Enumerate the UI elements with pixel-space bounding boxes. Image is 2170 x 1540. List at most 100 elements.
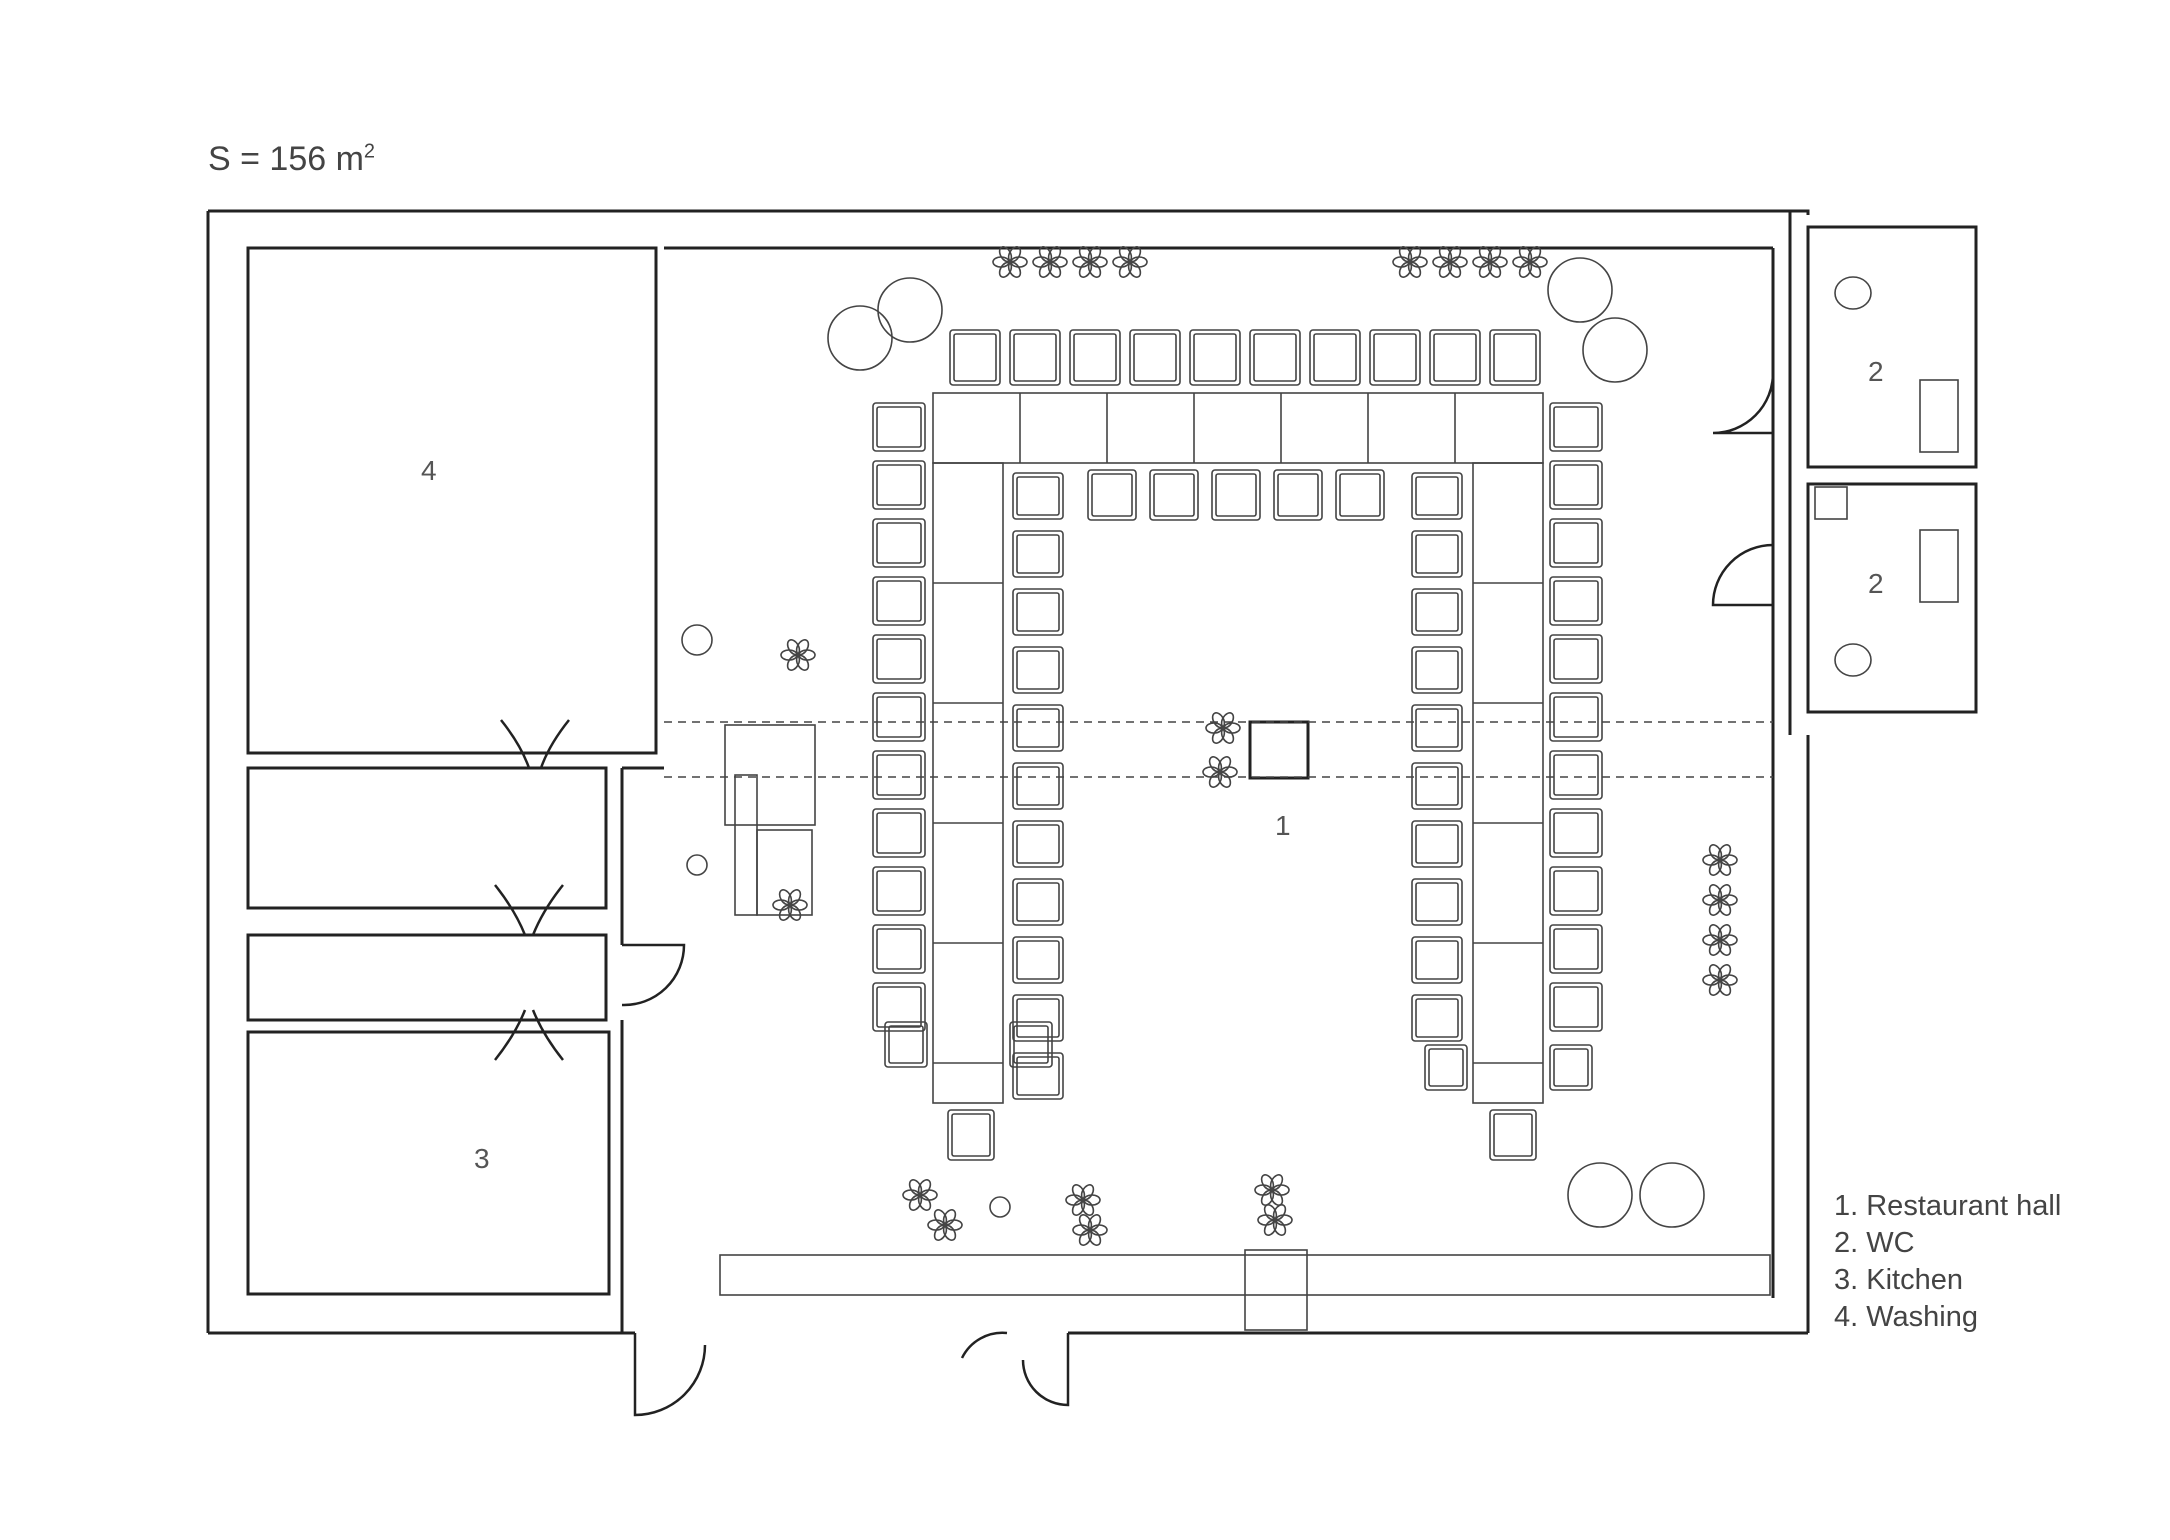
chair-icon bbox=[1335, 469, 1385, 521]
chair-icon bbox=[876, 928, 922, 970]
chair-icon bbox=[872, 402, 926, 452]
chair-icon bbox=[1012, 704, 1064, 752]
chair-icon bbox=[1087, 469, 1137, 521]
chair-icon bbox=[1249, 329, 1301, 386]
chair-icon bbox=[1415, 708, 1459, 748]
plant-icon bbox=[1269, 1174, 1284, 1191]
table-icon bbox=[1582, 317, 1648, 383]
chair-icon bbox=[1553, 812, 1599, 854]
chair-icon bbox=[872, 634, 926, 684]
chair-icon bbox=[1277, 473, 1319, 517]
chair-icon bbox=[1193, 333, 1237, 382]
chair-icon bbox=[1553, 1048, 1589, 1087]
chair-icon bbox=[1553, 754, 1599, 796]
plant-icon bbox=[1717, 924, 1732, 941]
chair-icon bbox=[1415, 650, 1459, 690]
chair-icon bbox=[1009, 1021, 1053, 1068]
chair-icon bbox=[1415, 940, 1459, 980]
door-swing-icon bbox=[621, 943, 686, 1007]
chair-icon bbox=[1013, 333, 1057, 382]
chair-icon bbox=[1493, 1113, 1533, 1157]
kitchen-room-walls bbox=[246, 1030, 611, 1296]
chair-icon bbox=[1411, 994, 1463, 1042]
chair-icon bbox=[1013, 1025, 1049, 1064]
chair-icon bbox=[1549, 634, 1603, 684]
toilet-icon bbox=[1834, 643, 1872, 677]
door-swing-icon bbox=[500, 719, 570, 769]
legend-item-wc: 2. WC bbox=[1834, 1227, 1915, 1259]
table-icon bbox=[1547, 257, 1613, 323]
person-icon bbox=[989, 1196, 1011, 1218]
chair-icon bbox=[1415, 766, 1459, 806]
area-value: S = 156 m bbox=[208, 140, 364, 178]
room-number-restaurant-hall: 1 bbox=[1275, 810, 1291, 841]
counter bbox=[756, 829, 813, 916]
chair-icon bbox=[876, 522, 922, 564]
chair-icon bbox=[1016, 534, 1060, 574]
chair-icon bbox=[1549, 866, 1603, 916]
plant-icon bbox=[1087, 246, 1102, 263]
chair-icon bbox=[1273, 469, 1323, 521]
chair-icon bbox=[1553, 464, 1599, 506]
chair-icon bbox=[876, 580, 922, 622]
chair-icon bbox=[1215, 473, 1257, 517]
chair-icon bbox=[1549, 924, 1603, 974]
chair-icon bbox=[1411, 472, 1463, 520]
door-swing-icon bbox=[494, 1009, 564, 1061]
chair-icon bbox=[1433, 333, 1477, 382]
door-swing-icon bbox=[633, 1333, 707, 1417]
chair-icon bbox=[1012, 936, 1064, 984]
chair-icon bbox=[876, 812, 922, 854]
chair-icon bbox=[888, 1025, 924, 1064]
chair-icon bbox=[1012, 820, 1064, 868]
chair-icon bbox=[1016, 592, 1060, 632]
room-number-kitchen: 3 bbox=[474, 1143, 490, 1174]
chair-icon bbox=[1549, 808, 1603, 858]
chair-icon bbox=[872, 750, 926, 800]
plant-icon bbox=[1527, 246, 1542, 263]
sink-icon bbox=[1919, 379, 1959, 453]
plant-icon bbox=[942, 1209, 957, 1226]
plant-icon bbox=[1220, 712, 1235, 729]
chair-icon bbox=[1553, 986, 1599, 1028]
table-icon bbox=[681, 624, 713, 656]
plant-icon bbox=[1447, 246, 1462, 263]
door-swing-icon bbox=[960, 1331, 1008, 1359]
furniture bbox=[664, 246, 1959, 1331]
chair-icon bbox=[1549, 750, 1603, 800]
chair-icon bbox=[1493, 333, 1537, 382]
plant-icon bbox=[1217, 756, 1232, 773]
walls bbox=[206, 209, 1978, 1335]
chair-icon bbox=[1415, 882, 1459, 922]
room-number-wc-lower: 2 bbox=[1868, 568, 1884, 599]
plant-icon bbox=[1080, 1184, 1095, 1201]
chair-icon bbox=[876, 986, 922, 1028]
chair-icon bbox=[1373, 333, 1417, 382]
legend-item-restaurant-hall: 1. Restaurant hall bbox=[1834, 1190, 2062, 1222]
chair-icon bbox=[1016, 476, 1060, 516]
chair-icon bbox=[872, 576, 926, 626]
plant-icon bbox=[1272, 1204, 1287, 1221]
chair-icon bbox=[1489, 1109, 1537, 1161]
plant-icon bbox=[1717, 884, 1732, 901]
table-icon bbox=[827, 305, 893, 371]
chair-icon bbox=[1016, 998, 1060, 1038]
chair-icon bbox=[1411, 762, 1463, 810]
chair-icon bbox=[1553, 696, 1599, 738]
doors bbox=[494, 372, 1775, 1417]
chair-icon bbox=[1016, 766, 1060, 806]
chair-icon bbox=[1415, 592, 1459, 632]
plant-icon bbox=[1087, 1214, 1102, 1231]
chair-icon bbox=[884, 1021, 928, 1068]
chair-icon bbox=[1489, 329, 1541, 386]
chair-icon bbox=[951, 1113, 991, 1157]
chair-icon bbox=[1016, 824, 1060, 864]
chair-icon bbox=[1549, 460, 1603, 510]
chair-icon bbox=[949, 329, 1001, 386]
chair-icon bbox=[1549, 692, 1603, 742]
door-swing-icon bbox=[1712, 372, 1775, 435]
chair-icon bbox=[1313, 333, 1357, 382]
door-swing-icon bbox=[1021, 1333, 1070, 1407]
chair-icon bbox=[1012, 878, 1064, 926]
